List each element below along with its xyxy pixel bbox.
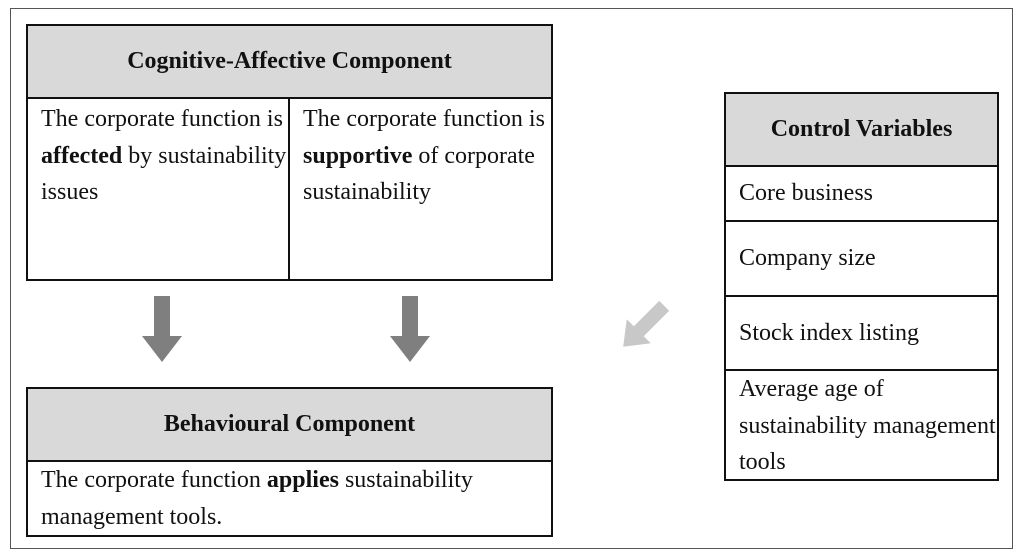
behavioural-cell: The corporate function applies sustainab… bbox=[28, 462, 551, 535]
supportive-cell: The corporate function is supportive of … bbox=[290, 99, 551, 279]
cognitive-affective-header: Cognitive-Affective Component bbox=[28, 26, 551, 99]
behavioural-component-box: Behavioural Component The corporate func… bbox=[26, 387, 553, 537]
control-variables-box: Control Variables Core business Company … bbox=[724, 92, 999, 481]
control-variable-item: Stock index listing bbox=[726, 297, 997, 371]
control-variable-item: Company size bbox=[726, 222, 997, 297]
diagonal-arrow bbox=[623, 300, 670, 347]
control-variables-header: Control Variables bbox=[726, 94, 997, 167]
behavioural-text-end: sustainability management tools. bbox=[41, 467, 473, 530]
affected-text-end: by sustainability issues bbox=[41, 142, 287, 206]
supportive-text-end: of corporate sustainability bbox=[303, 142, 535, 206]
affected-text-start: The corporate function is bbox=[41, 106, 283, 132]
down-arrow-left bbox=[142, 296, 182, 362]
control-variable-item: Core business bbox=[726, 167, 997, 222]
down-arrow-right bbox=[390, 296, 430, 362]
behavioural-text-start: The corporate function bbox=[41, 467, 267, 493]
behavioural-header: Behavioural Component bbox=[28, 389, 551, 462]
cognitive-affective-component-box: Cognitive-Affective Component The corpor… bbox=[26, 24, 553, 281]
control-variable-item: Average age of sustainability management… bbox=[739, 376, 996, 475]
affected-keyword: affected bbox=[41, 142, 123, 169]
applies-keyword: applies bbox=[266, 467, 339, 493]
supportive-keyword: supportive bbox=[303, 142, 413, 169]
affected-cell: The corporate function is affected by su… bbox=[28, 99, 290, 279]
diagram-frame bbox=[10, 8, 1013, 549]
supportive-text-start: The corporate function is bbox=[303, 106, 545, 132]
